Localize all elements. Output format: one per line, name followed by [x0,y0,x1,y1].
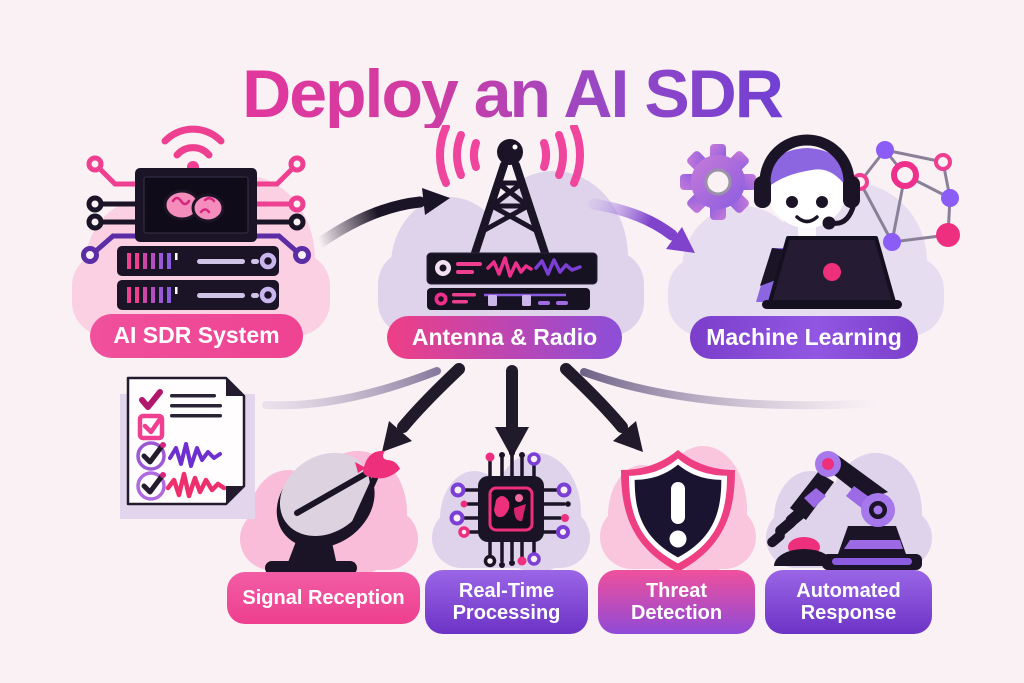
waveform-purple [168,442,222,468]
signal-burst-icon [355,450,400,479]
label-ai-sdr-system: AI SDR System [90,314,303,358]
radio-waves-icon [436,125,584,187]
exclamation-icon [669,482,687,548]
label-real-time-processing: Real-Time Processing [425,570,588,634]
network-graph-icon [851,141,960,251]
checkbox-icon [137,413,165,441]
waveform-pink [165,471,227,499]
machine-learning-icon [680,134,960,309]
label-antenna-radio: Antenna & Radio [387,316,622,359]
checkmark-icon [139,389,163,410]
chip-icon [449,450,572,568]
robot-arm-icon [767,451,922,570]
radio-receiver-icon [426,252,598,310]
circled-check-icon [136,441,166,471]
arrow-antenna-to-ml [588,198,695,253]
radio-tower-icon [471,139,549,257]
ai-agent-icon [754,134,902,309]
checklist-document-icon [126,376,246,506]
checklist-panel [120,376,255,519]
headset-icon [754,134,860,230]
arrow-antenna-to-signal [382,363,465,452]
circled-check-icon [136,471,166,501]
brain-icon [163,189,225,223]
arrow-fan-far-left [262,367,441,410]
label-automated-response: Automated Response [765,570,932,634]
arrow-fan-far-right [580,368,882,410]
page-title: Deploy an AI SDR [0,60,1024,128]
satellite-dish-icon [265,450,400,575]
arrow-ai-to-antenna [314,188,450,249]
antenna-radio-icon [426,125,598,310]
wifi-icon [161,125,225,173]
label-threat-detection: Threat Detection [598,570,755,634]
arrow-antenna-to-threat [560,363,643,452]
ai-sdr-system-icon [81,125,311,310]
laptop-icon [762,236,902,309]
gear-icon [680,144,756,220]
button-icon [774,537,834,566]
shield-icon [621,450,735,572]
label-signal-reception: Signal Reception [227,572,420,624]
arrow-antenna-to-processing [495,365,529,458]
circuit-traces-icon [81,155,311,264]
server-rack-icon [117,246,279,310]
label-machine-learning: Machine Learning [690,316,918,359]
